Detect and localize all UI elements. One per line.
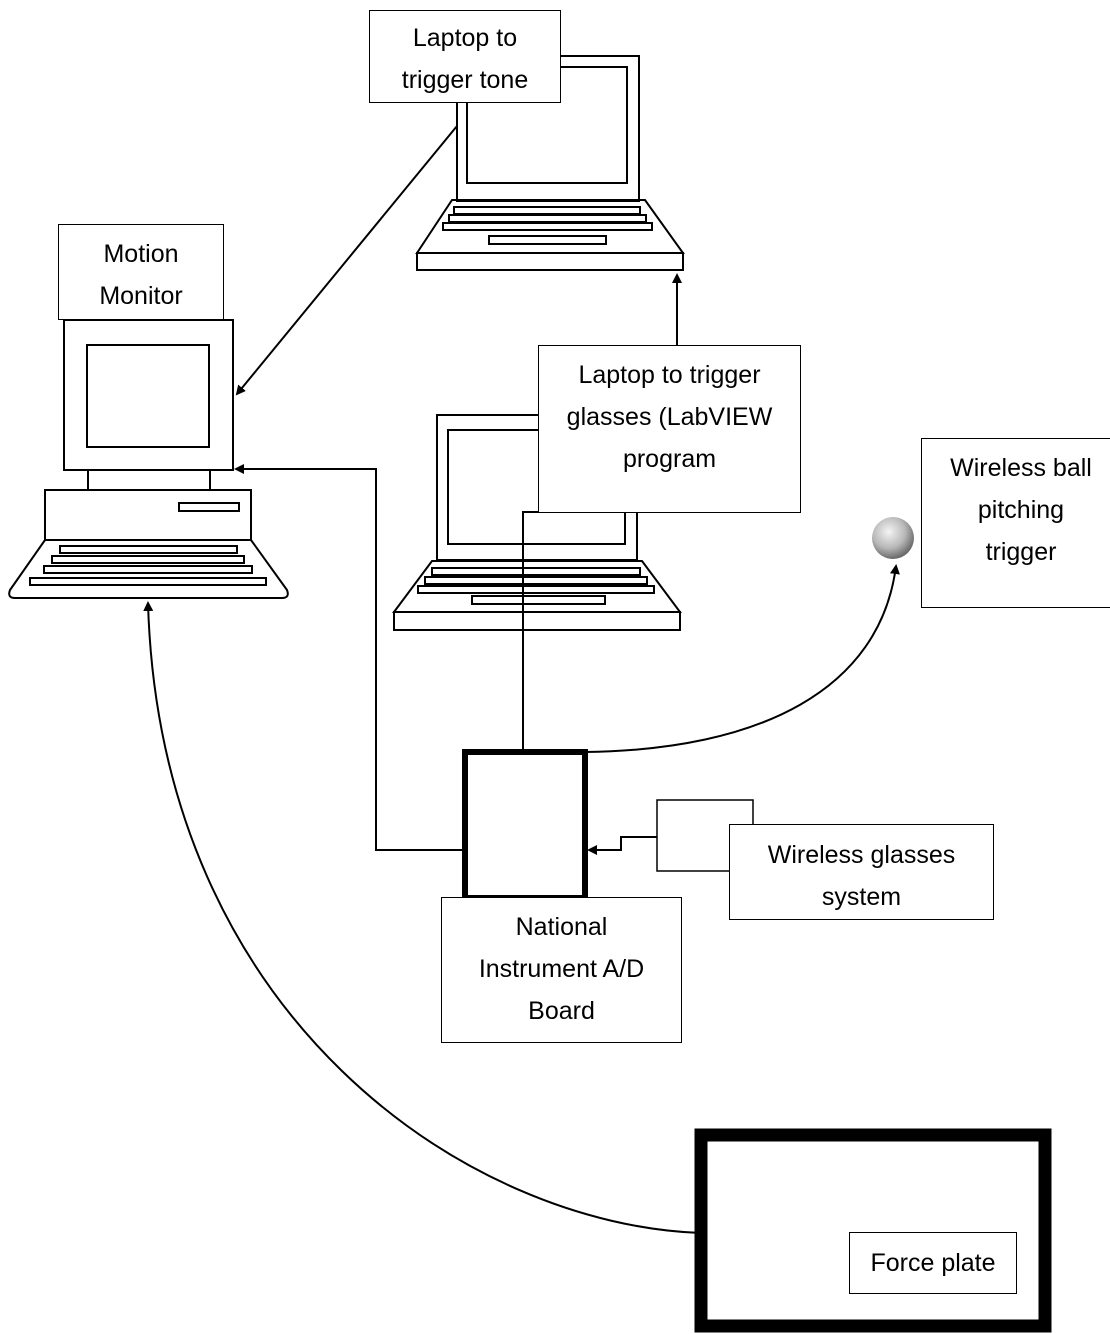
laptop-glasses-label: Laptop to trigger glasses (LabVIEW progr… (538, 345, 801, 513)
laptop-tone-label-line: Laptop to (412, 24, 518, 52)
line-board-to-glasses-laptop (522, 511, 538, 752)
laptop-glasses-label-line: Laptop to trigger (578, 361, 761, 389)
wireless-ball-label-line: Wireless ball (950, 454, 1092, 482)
arrow-board-to-monitor (234, 464, 465, 851)
wireless-ball-label: Wireless ball pitching trigger (921, 438, 1110, 608)
arrow-tone-to-monitor (235, 125, 458, 396)
force-plate-label-line: Force plate (870, 1249, 996, 1277)
force-plate-box (694, 1128, 1052, 1333)
ball-icon (872, 517, 914, 559)
force-plate-label: Force plate (849, 1232, 1017, 1294)
arrow-board-to-ball (584, 564, 900, 753)
ad-board-label-line: National (515, 913, 608, 941)
arrow-glasses-to-board (587, 836, 657, 855)
motion-monitor-label-line: Monitor (99, 282, 183, 310)
desktop-computer-icon (8, 319, 289, 599)
ad-board-label: National Instrument A/D Board (441, 897, 682, 1043)
wireless-glasses-label-line: system (821, 883, 902, 911)
arrow-forceplate-to-monitor (143, 601, 702, 1234)
wireless-glasses-label-line: Wireless glasses (767, 841, 956, 869)
wireless-ball-label-line: trigger (985, 538, 1057, 566)
laptop-tone-label: Laptop to trigger tone (369, 10, 561, 103)
wireless-glasses-label: Wireless glasses system (729, 824, 994, 920)
motion-monitor-label-line: Motion (103, 240, 179, 268)
ad-board-box (462, 749, 588, 901)
ad-board-label-line: Board (528, 997, 595, 1025)
motion-monitor-label: Motion Monitor (58, 224, 224, 320)
wireless-ball-label-line: pitching (977, 496, 1065, 524)
laptop-icon (392, 414, 682, 631)
laptop-glasses-label-line: glasses (LabVIEW (566, 403, 773, 431)
laptop-glasses-label-line: program (622, 445, 717, 473)
ad-board-label-line: Instrument A/D (478, 955, 645, 983)
laptop-tone-label-line: trigger tone (401, 66, 529, 94)
